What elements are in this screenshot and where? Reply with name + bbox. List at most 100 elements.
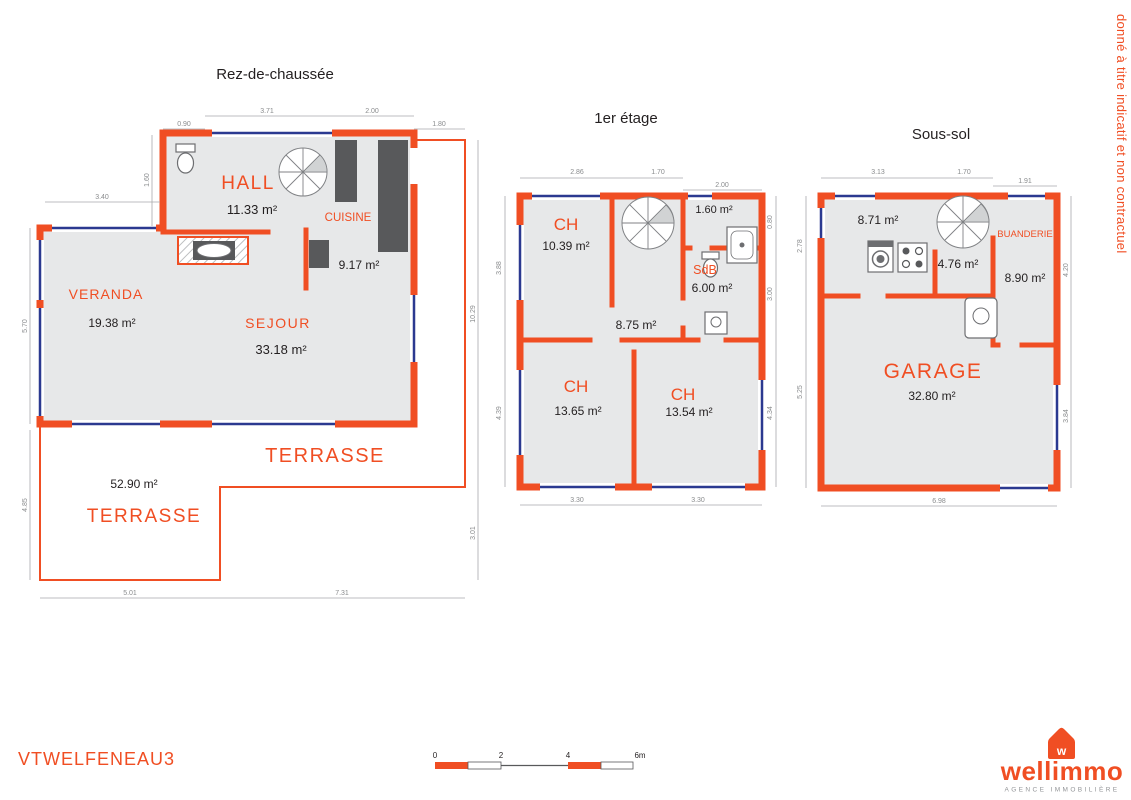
dimension-label: 3.88 [496,261,503,275]
basement-windows [819,194,1059,490]
agency-logo: w wellimmo AGENCE IMMOBILIÈRE [1000,727,1123,794]
ground-floor-title: Rez-de-chaussée [216,66,334,83]
room-label-ch2: CH [564,377,589,396]
dimension-label: 3.84 [1063,409,1070,423]
dimension-label: 5.25 [797,385,804,399]
water-heater-icon [964,297,998,339]
room-area-terrasse: 52.90 m² [110,477,157,491]
dimension-label: 3.71 [260,108,274,115]
room-label-cuisine: CUISINE [325,212,372,224]
room-area-sdb: 6.00 m² [692,281,733,295]
spiral-staircase-icon [936,195,990,249]
room-area-r2: 4.76 m² [938,257,979,271]
room-label-ch3: CH [671,385,696,404]
scale-segment [600,761,634,770]
house-logo-icon [1048,727,1075,759]
fireplace-icon [177,236,249,265]
dimension-label: 1.70 [651,169,665,176]
first-floor-title: 1er étage [594,110,657,127]
spiral-staircase-icon [278,147,328,197]
basement-interior-walls [818,235,1060,348]
scale-label-0: 0 [433,751,438,760]
reference-code: VTWELFENEAU3 [18,749,175,769]
room-area-r1: 8.71 m² [858,213,899,227]
logo-wordmark: wellimmo [1000,756,1123,786]
dimension-label: 0.80 [767,215,774,229]
room-label-ch1: CH [554,215,579,234]
terrace-outline [39,139,466,581]
room-area-ch2: 13.65 m² [554,404,601,418]
dimension-label: 3.01 [470,526,477,540]
sink-icon [704,311,728,335]
room-label-sejour: SEJOUR [245,315,311,331]
dimension-label: 5.70 [22,319,29,333]
basement-title: Sous-sol [912,126,970,143]
room-label-terrasse-2: TERRASSE [87,506,201,527]
first-dimension-lines [504,177,777,506]
room-label-sdb: SdB [693,263,717,277]
disclaimer-text: donné à titre indicatif et non contractu… [1114,14,1129,254]
scale-label-6m: 6m [634,751,645,760]
dimension-label: 1.60 [144,173,151,187]
scale-segment [568,762,601,769]
dimension-label: 3.00 [767,287,774,301]
ground-floor-area [40,133,414,424]
room-label-garage: GARAGE [884,360,983,383]
room-area-small: 1.60 m² [695,204,733,216]
kitchen-counter [309,140,408,268]
toilet-icon [175,143,196,174]
basement-dimension-lines [805,177,1072,507]
ground-windows [38,131,416,426]
room-area-hall: 11.33 m² [227,202,278,217]
shower-icon [726,226,758,264]
spiral-staircase-icon [621,196,675,250]
scale-label-4: 4 [566,751,571,760]
dimension-label: 3.30 [570,497,584,504]
dimension-label: 10.29 [470,305,477,323]
washing-machine-icon [867,240,894,273]
dimension-label: 1.91 [1018,178,1032,185]
ground-dimension-lines [29,115,479,599]
scale-segment [467,761,502,770]
dimension-label: 7.31 [335,590,349,597]
room-area-garage: 32.80 m² [908,389,955,403]
logo-letter: w [1056,744,1067,758]
dimension-label: 4.85 [22,498,29,512]
dimension-label: 4.20 [1063,263,1070,277]
dimension-label: 3.40 [95,194,109,201]
ground-floor-plan: Rez-de-chaussée HALL 11.33 m² [22,66,479,599]
dimension-label: 2.86 [570,169,584,176]
room-area-sejour: 33.18 m² [255,342,307,357]
ground-interior-walls [160,227,309,291]
room-area-cuisine: 9.17 m² [339,258,380,272]
room-area-hall: 8.75 m² [616,318,657,332]
scale-bar: 0 2 4 6m [433,751,646,770]
dimension-label: 4.34 [767,406,774,420]
scale-label-2: 2 [499,751,504,760]
dimension-label: 4.39 [496,406,503,420]
dimension-label: 2.78 [797,239,804,253]
room-area-ch1: 10.39 m² [542,239,589,253]
room-area-buanderie: 8.90 m² [1005,271,1046,285]
dimension-label: 2.00 [365,108,379,115]
dimension-label: 6.98 [932,498,946,505]
first-windows [518,194,764,489]
basement-floor-area [821,196,1057,488]
dimension-label: 3.30 [691,497,705,504]
logo-tagline: AGENCE IMMOBILIÈRE [1004,785,1119,794]
dimension-label: 0.90 [177,121,191,128]
dimension-label: 1.80 [432,121,446,128]
dimension-label: 3.13 [871,169,885,176]
room-label-terrasse: TERRASSE [265,445,385,467]
room-label-veranda: VERANDA [69,286,144,302]
footer: VTWELFENEAU3 0 2 4 6m w wellimmo AGENCE … [18,727,1123,794]
basement-exterior-walls [817,192,1061,492]
stove-icon [897,242,928,273]
basement-plan: Sous-sol 8.71 m² BUANDE [797,126,1072,507]
room-area-veranda: 19.38 m² [88,316,135,330]
dimension-label: 5.01 [123,590,137,597]
room-area-ch3: 13.54 m² [665,405,712,419]
dimension-label: 1.70 [957,169,971,176]
